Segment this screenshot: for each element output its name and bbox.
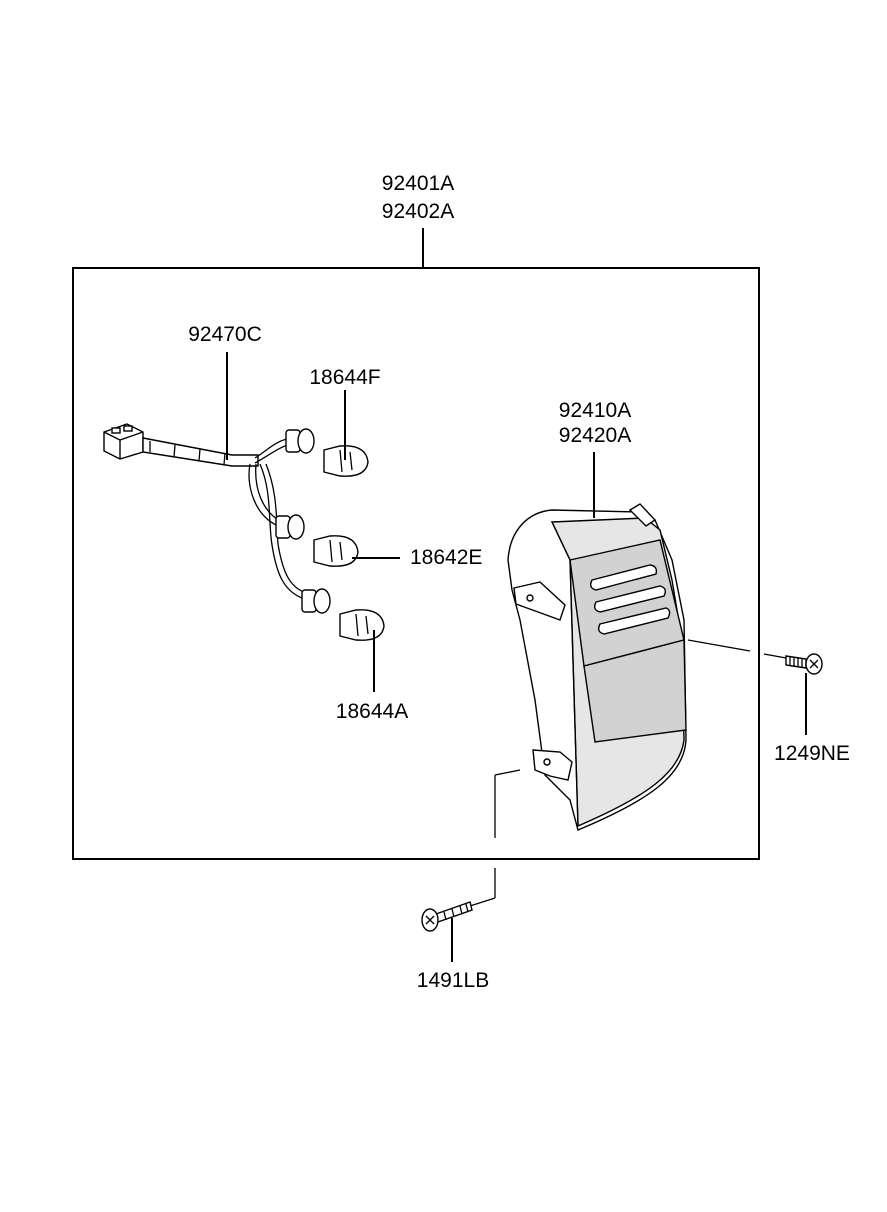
screw-right-axis-line <box>763 653 787 659</box>
screw-bottom-part-number: 1491LB <box>417 969 489 992</box>
bulb-upper <box>323 445 369 477</box>
screw-right-guide-line <box>687 639 751 652</box>
bulb-middle-part-number: 18642E <box>410 546 482 569</box>
lens-housing-part-number-2: 92420A <box>559 424 631 447</box>
assembly-frame <box>72 267 760 860</box>
screw-bottom <box>421 901 473 932</box>
socket-upper <box>285 428 315 454</box>
bulb-middle <box>313 535 359 567</box>
wiring-harness <box>103 423 331 614</box>
screw-bottom-guide-line-2 <box>494 769 521 776</box>
bulb-lower-part-number: 18644A <box>336 700 408 723</box>
socket-middle <box>275 514 305 540</box>
assembly-part-number-2: 92402A <box>382 200 454 223</box>
lens-housing <box>507 503 687 831</box>
harness-connector <box>103 423 144 460</box>
screw-bottom-axis-line-2 <box>469 897 496 907</box>
lens-housing-part-number-1: 92410A <box>559 399 631 422</box>
socket-lower <box>301 588 331 614</box>
bulb-lower <box>339 609 385 641</box>
assembly-part-number-1: 92401A <box>382 172 454 195</box>
bulb-upper-part-number: 18644F <box>309 366 380 389</box>
harness-part-number: 92470C <box>188 323 262 346</box>
screw-right-part-number: 1249NE <box>774 742 850 765</box>
screw-right <box>785 653 823 675</box>
